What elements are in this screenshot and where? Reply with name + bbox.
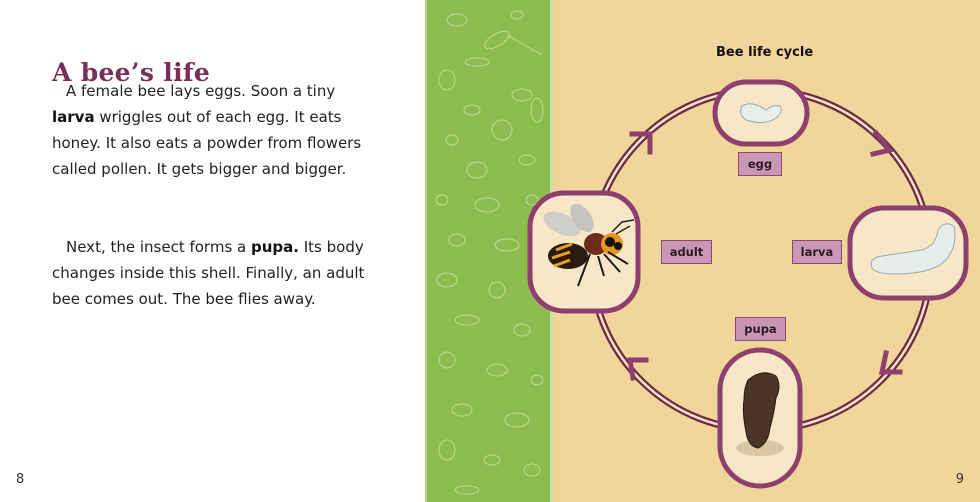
arrow-egg-to-larva-icon (869, 129, 895, 158)
label-adult: adult (661, 240, 712, 264)
label-larva: larva (792, 240, 842, 264)
text-line: Next, the insect forms a (66, 238, 251, 256)
diagram-title: Bee life cycle (716, 45, 814, 60)
paragraph-1: A female bee lays eggs. Soon a tiny larv… (52, 78, 372, 182)
arrow-larva-to-pupa-icon (878, 350, 903, 375)
text-line: Its body (298, 238, 364, 256)
keyword-pupa: pupa. (251, 238, 299, 256)
text-line: called pollen. It gets bigger and bigger… (52, 160, 347, 178)
text-line: A female bee lays eggs. Soon a tiny (66, 82, 336, 100)
pupa-icon (742, 372, 780, 449)
left-page: A bee’s life A female bee lays eggs. Soo… (0, 0, 425, 502)
arrow-adult-to-egg-icon (629, 131, 653, 155)
larva-icon (870, 223, 956, 275)
text-line: honey. It also eats a powder from flower… (52, 134, 362, 152)
text-line: changes inside this shell. Finally, an a… (52, 264, 365, 282)
egg-icon (740, 103, 782, 124)
text-line: wriggles out of each egg. It eats (94, 108, 342, 126)
page-number-right: 9 (955, 472, 964, 487)
page-title: A bee’s life (52, 58, 211, 87)
text-line: bee comes out. The bee flies away. (52, 290, 316, 308)
larva-stage-frame (847, 205, 969, 301)
paragraph-2: Next, the insect forms a pupa. Its body … (52, 234, 372, 312)
arrow-pupa-to-adult-icon (627, 357, 649, 381)
egg-stage-frame (712, 79, 810, 147)
label-pupa: pupa (735, 317, 786, 341)
pupa-stage-frame (717, 347, 803, 489)
label-egg: egg (738, 152, 782, 176)
cycle-arrows (627, 129, 903, 381)
keyword-larva: larva (52, 108, 95, 126)
adult-stage-frame (527, 190, 641, 314)
page-number-left: 8 (16, 472, 25, 487)
insect-pattern-icon (435, 10, 546, 495)
bee-icon (543, 203, 635, 287)
